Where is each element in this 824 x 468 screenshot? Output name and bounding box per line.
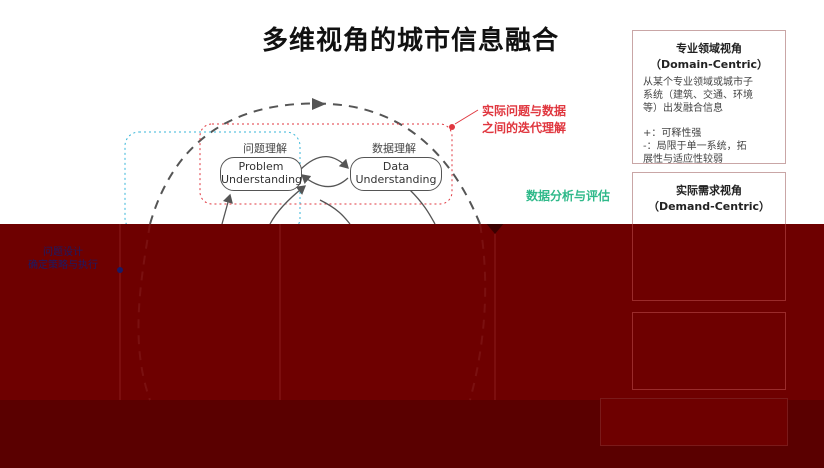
- domain-card-title: 专业领域视角: [676, 42, 742, 55]
- band-lines: [117, 224, 504, 401]
- domain-desc-1: 从某个专业领域或城市子: [643, 77, 753, 88]
- domain-pros: +：可释性强: [643, 128, 702, 139]
- loop-diagram: [124, 98, 481, 230]
- domain-cons-2: 展性与适应性较弱: [643, 154, 723, 165]
- domain-cons-1: -：局限于单一系统，拓: [643, 141, 747, 152]
- problem-cn-label: 问题理解: [243, 142, 287, 155]
- data-en-label: Data Understanding: [355, 160, 437, 186]
- page-title: 多维视角的城市信息融合: [262, 26, 560, 56]
- lower-frame: [600, 398, 788, 446]
- analysis-note: 数据分析与评估: [526, 189, 611, 203]
- problem-understanding-node: Problem Understanding: [220, 157, 302, 191]
- iteration-note-line1: 实际问题与数据: [482, 104, 567, 118]
- data-understanding-node: Data Understanding: [350, 157, 442, 191]
- outer-cycle-head: [312, 98, 326, 110]
- up-arrow: [269, 185, 307, 225]
- side-label-2: 确定策略与执行: [28, 260, 98, 271]
- outer-cycle-arrow: [149, 102, 481, 225]
- demand-card-title: 实际需求视角: [676, 184, 742, 197]
- demand-card-body: [632, 224, 786, 301]
- curve-arrow: [319, 199, 351, 225]
- demand-card: 实际需求视角 （Demand-Centric）: [632, 172, 786, 225]
- third-card: [632, 312, 786, 390]
- domain-desc-3: 等）出发融合信息: [643, 103, 723, 114]
- domain-card: 专业领域视角 （Domain-Centric） 从某个专业领域或城市子 系统（建…: [632, 30, 786, 165]
- left-up-arrow: [221, 193, 233, 225]
- d-to-p-arrow: [301, 174, 349, 188]
- p-to-d-arrow: [299, 155, 349, 171]
- side-label-1: 问题设计: [43, 247, 83, 258]
- domain-desc-2: 系统（建筑、交通、环境: [643, 90, 753, 101]
- note-leader: [454, 109, 479, 125]
- domain-card-subtitle: （Domain-Centric）: [649, 58, 769, 71]
- iteration-note-line2: 之间的迭代理解: [482, 121, 567, 135]
- iteration-note: 实际问题与数据 之间的迭代理解: [482, 103, 566, 137]
- data-cn-label: 数据理解: [372, 142, 416, 155]
- right-arrow: [409, 189, 436, 225]
- problem-en-label: Problem Understanding: [221, 160, 303, 186]
- demand-card-subtitle: （Demand-Centric）: [647, 200, 771, 213]
- iteration-frame: [199, 123, 453, 205]
- note-dot: [449, 124, 455, 130]
- side-label: 问题设计 确定策略与执行: [28, 246, 98, 272]
